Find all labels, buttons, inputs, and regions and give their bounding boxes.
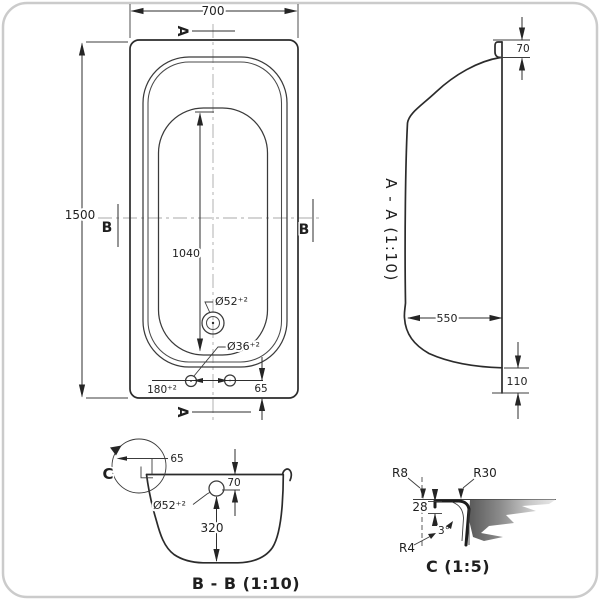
bb-dim-depth-label: 320: [201, 521, 224, 535]
drain-hole-outer: [201, 311, 225, 335]
bb-dim-lip-label: 65: [170, 453, 183, 465]
section-b-letter-left: B: [102, 220, 113, 236]
c-rim-profile: [433, 499, 471, 547]
arrow-up-right-icon: [428, 533, 436, 539]
section-b-letter-right: B: [299, 222, 310, 238]
aa-dim-bottom-label: 550: [437, 312, 458, 325]
arrow-left-icon: [193, 378, 203, 383]
tub-flange-outline: [129, 39, 299, 399]
detail-c-view: R8 R30 28 3° R4 C (1:5): [390, 464, 556, 576]
detail-c-mark: C: [102, 465, 113, 483]
dim-width-label: 700: [202, 4, 225, 18]
section-a-letter-top: A: [174, 26, 190, 37]
plan-view: 700 1500 A A B B 1040 Ø52⁺²: [63, 2, 322, 420]
arrow-left-icon: [116, 456, 127, 461]
aa-dim-base-label: 110: [507, 375, 528, 388]
aa-dim-rim-label: 70: [516, 43, 529, 55]
drain-dia-label: Ø52⁺²: [215, 295, 248, 308]
arrow-right-icon: [218, 378, 228, 383]
tub-basin-bottom-contour: [157, 107, 269, 356]
c-dim-edge-label: 28: [412, 500, 427, 514]
section-a-marker-bottom: A: [173, 405, 192, 419]
c-radius-bottom-label: R4: [399, 541, 415, 555]
tub-rim-inner-contour: [147, 61, 283, 363]
section-aa-view: 70 550 110 A - A (1:10): [382, 17, 532, 419]
bb-lip-fold: [140, 466, 153, 479]
dim-length-label: 1500: [65, 208, 96, 222]
drain-leader: [204, 301, 213, 314]
c-shaded-section: [469, 499, 556, 541]
overflow-dia-label: Ø36⁺²: [227, 340, 260, 353]
c-r30-leader: [462, 478, 475, 489]
c-inner-surface: [451, 501, 464, 542]
tub-rim-outer-contour: [142, 56, 288, 368]
arrow-up-right-icon: [446, 521, 453, 529]
detail-c-arc-arrow-icon: [110, 445, 122, 456]
aa-profile-curve: [403, 56, 503, 369]
c-caption: C (1:5): [426, 557, 490, 576]
detail-c-circle: [111, 438, 167, 494]
c-r4-leader: [413, 535, 432, 546]
aa-caption: A - A (1:10): [382, 178, 400, 282]
section-a-marker-top: A: [173, 24, 192, 38]
bb-caption: B - B (1:10): [192, 574, 300, 593]
bb-hole: [208, 480, 225, 497]
arrow-down-icon: [458, 488, 464, 499]
drain-center-mark: [211, 321, 215, 325]
c-r8-leader: [407, 477, 421, 489]
dim-end-offset-label: 65: [254, 383, 267, 395]
section-a-letter-bottom: A: [174, 407, 190, 418]
bb-right-lip-hook: [281, 468, 293, 482]
bb-dim-hole-drop-label: 70: [227, 477, 240, 489]
arrow-down-icon: [420, 488, 426, 499]
dim-hole-spacing-label: 180⁺²: [147, 384, 177, 396]
dim-inner-length-label: 1040: [172, 247, 200, 260]
section-bb-view: 65 C Ø52⁺² 70 320 B - B (1:10): [101, 438, 300, 593]
c-radius-fillet-label: R30: [473, 466, 497, 480]
overflow-leader: [193, 346, 226, 377]
aa-rim-lip: [494, 41, 503, 59]
aa-caption-group: A - A (1:10): [382, 178, 400, 282]
drain-hole-inner: [205, 315, 221, 331]
bb-hole-leader: [192, 491, 211, 505]
c-radius-top-label: R8: [392, 466, 408, 480]
bb-bowl-profile: [145, 473, 285, 564]
bb-hole-dia-label: Ø52⁺²: [153, 499, 186, 512]
